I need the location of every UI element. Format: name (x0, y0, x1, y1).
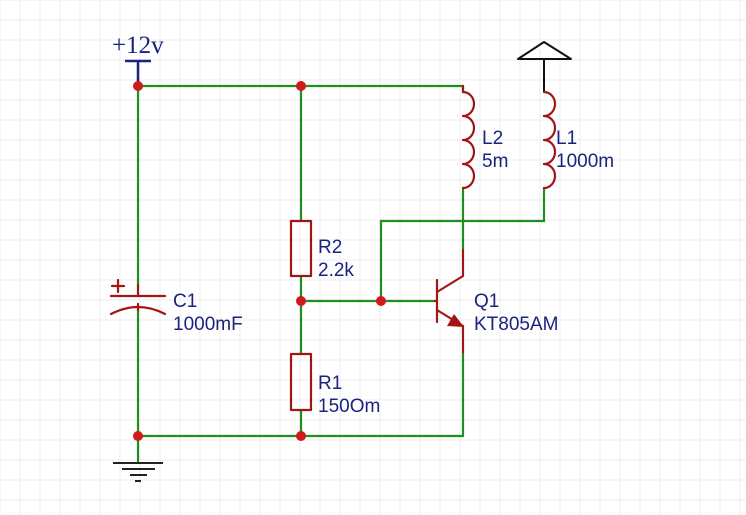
ground-icon (113, 462, 163, 482)
l2-ref: L2 (482, 128, 503, 149)
r1-ref: R1 (318, 373, 342, 394)
inductor-icon (542, 90, 557, 190)
c1-value: 1000mF (173, 314, 243, 335)
npn-transistor-icon (433, 248, 465, 354)
junction-dot (133, 81, 143, 91)
junction-dot (296, 296, 306, 306)
junction-dot (133, 431, 143, 441)
resistor-icon (289, 219, 313, 278)
l1-value: 1000m (556, 151, 614, 172)
r2-value: 2.2k (318, 260, 354, 281)
junction-dot (296, 81, 306, 91)
r2-ref: R2 (318, 237, 342, 258)
c1-ref: C1 (173, 291, 197, 312)
q1-ref: Q1 (474, 291, 499, 312)
q1-value: KT805AM (474, 314, 558, 335)
junctions (133, 81, 386, 441)
power-label: +12v (112, 32, 164, 59)
resistor-icon (289, 352, 313, 412)
l1-ref: L1 (556, 128, 577, 149)
antenna-icon (517, 41, 572, 92)
capacitor-icon (109, 278, 167, 316)
l2-value: 5m (482, 151, 508, 172)
junction-dot (376, 296, 386, 306)
inductor-icon (461, 84, 476, 190)
junction-dot (296, 431, 306, 441)
r1-value: 150Om (318, 396, 380, 417)
